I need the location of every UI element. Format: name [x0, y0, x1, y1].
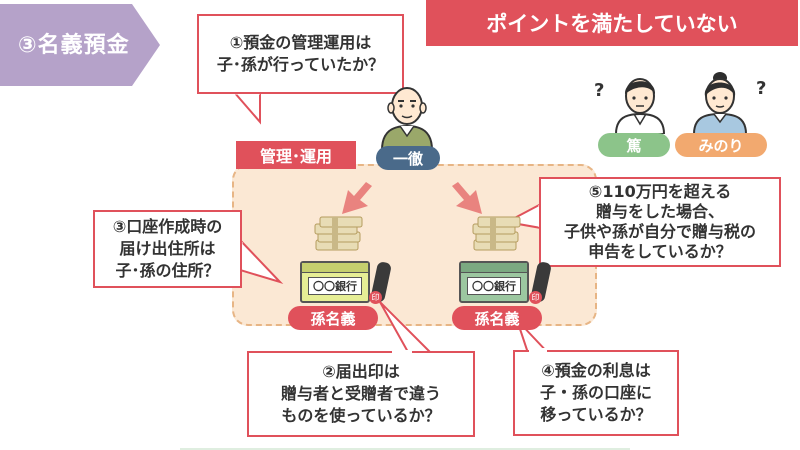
bankbook-stripe	[302, 263, 368, 273]
money-stack-icon	[472, 216, 521, 251]
status-banner: ポイントを満たしていない	[426, 0, 798, 46]
arrow-down-right-icon	[452, 178, 482, 214]
footer-divider	[180, 448, 630, 450]
callout3-line3: 子･孫の住所？	[115, 261, 220, 280]
giver-name-label: 一徹	[376, 146, 440, 170]
callout2-line2: 贈与者と受贈者で違う	[280, 384, 441, 403]
callout4-line3: 移っているか？	[540, 405, 652, 424]
callout-seal: ②届出印は 贈与者と受贈者で違う ものを使っているか？	[247, 351, 475, 437]
seal-mark-icon: 印	[529, 291, 542, 304]
callout2-line1: ②届出印は	[322, 362, 400, 381]
callout3-tail	[240, 240, 284, 285]
callout3-line1: ③口座作成時の	[112, 217, 223, 236]
bankbook-left: 〇〇銀行	[300, 261, 370, 303]
bank-name-left: 〇〇銀行	[308, 277, 362, 295]
grandfather-avatar	[380, 87, 434, 150]
section-tag-shape	[0, 4, 160, 86]
seal-mark-icon: 印	[369, 291, 382, 304]
callout1-line2: 子･孫が行っていたか？	[216, 55, 385, 74]
man-avatar	[614, 78, 666, 134]
bank-name-right: 〇〇銀行	[467, 277, 521, 295]
callout3-line2: 届け出住所は	[119, 239, 216, 258]
callout1-tail	[232, 92, 261, 125]
callout-interest: ④預金の利息は 子・孫の口座に 移っているか？	[513, 350, 679, 436]
bankbook-stripe	[461, 263, 527, 273]
callout-tax-return: ⑤110万円を超える 贈与をした場合、 子供や孫が自分で贈与税の 申告をしている…	[539, 177, 781, 267]
management-tag: 管理･運用	[236, 141, 356, 169]
callout5-line3: 子供や孫が自分で贈与税の	[563, 222, 756, 241]
tail-joint	[392, 350, 412, 354]
callout4-line1: ④預金の利息は	[541, 361, 651, 380]
question-mark-woman: ?	[756, 78, 767, 99]
callout5-line2: 贈与をした場合、	[595, 202, 724, 221]
tail-joint	[529, 348, 547, 352]
callout4-line2: 子・孫の口座に	[539, 383, 652, 402]
section-label: ③名義預金	[18, 33, 130, 58]
callout2-line3: ものを使っているか？	[281, 406, 441, 425]
question-mark-man: ?	[594, 80, 605, 101]
money-stack-icon	[314, 216, 363, 251]
callout5-line1: ⑤110万円を超える	[588, 182, 732, 201]
account-label-right: 孫名義	[452, 306, 542, 330]
callout5-line4: 申告をしているか？	[588, 242, 732, 261]
arrow-down-left-icon	[342, 178, 372, 214]
bankbook-right: 〇〇銀行	[459, 261, 529, 303]
callout-address: ③口座作成時の 届け出住所は 子･孫の住所？	[93, 210, 242, 288]
person1-name-label: 篤	[598, 133, 670, 157]
account-label-left: 孫名義	[288, 306, 378, 330]
callout-management: ①預金の管理運用は 子･孫が行っていたか？	[197, 14, 404, 94]
callout1-line1: ①預金の管理運用は	[229, 33, 372, 52]
woman-avatar	[692, 72, 748, 134]
person2-name-label: みのり	[675, 133, 767, 157]
